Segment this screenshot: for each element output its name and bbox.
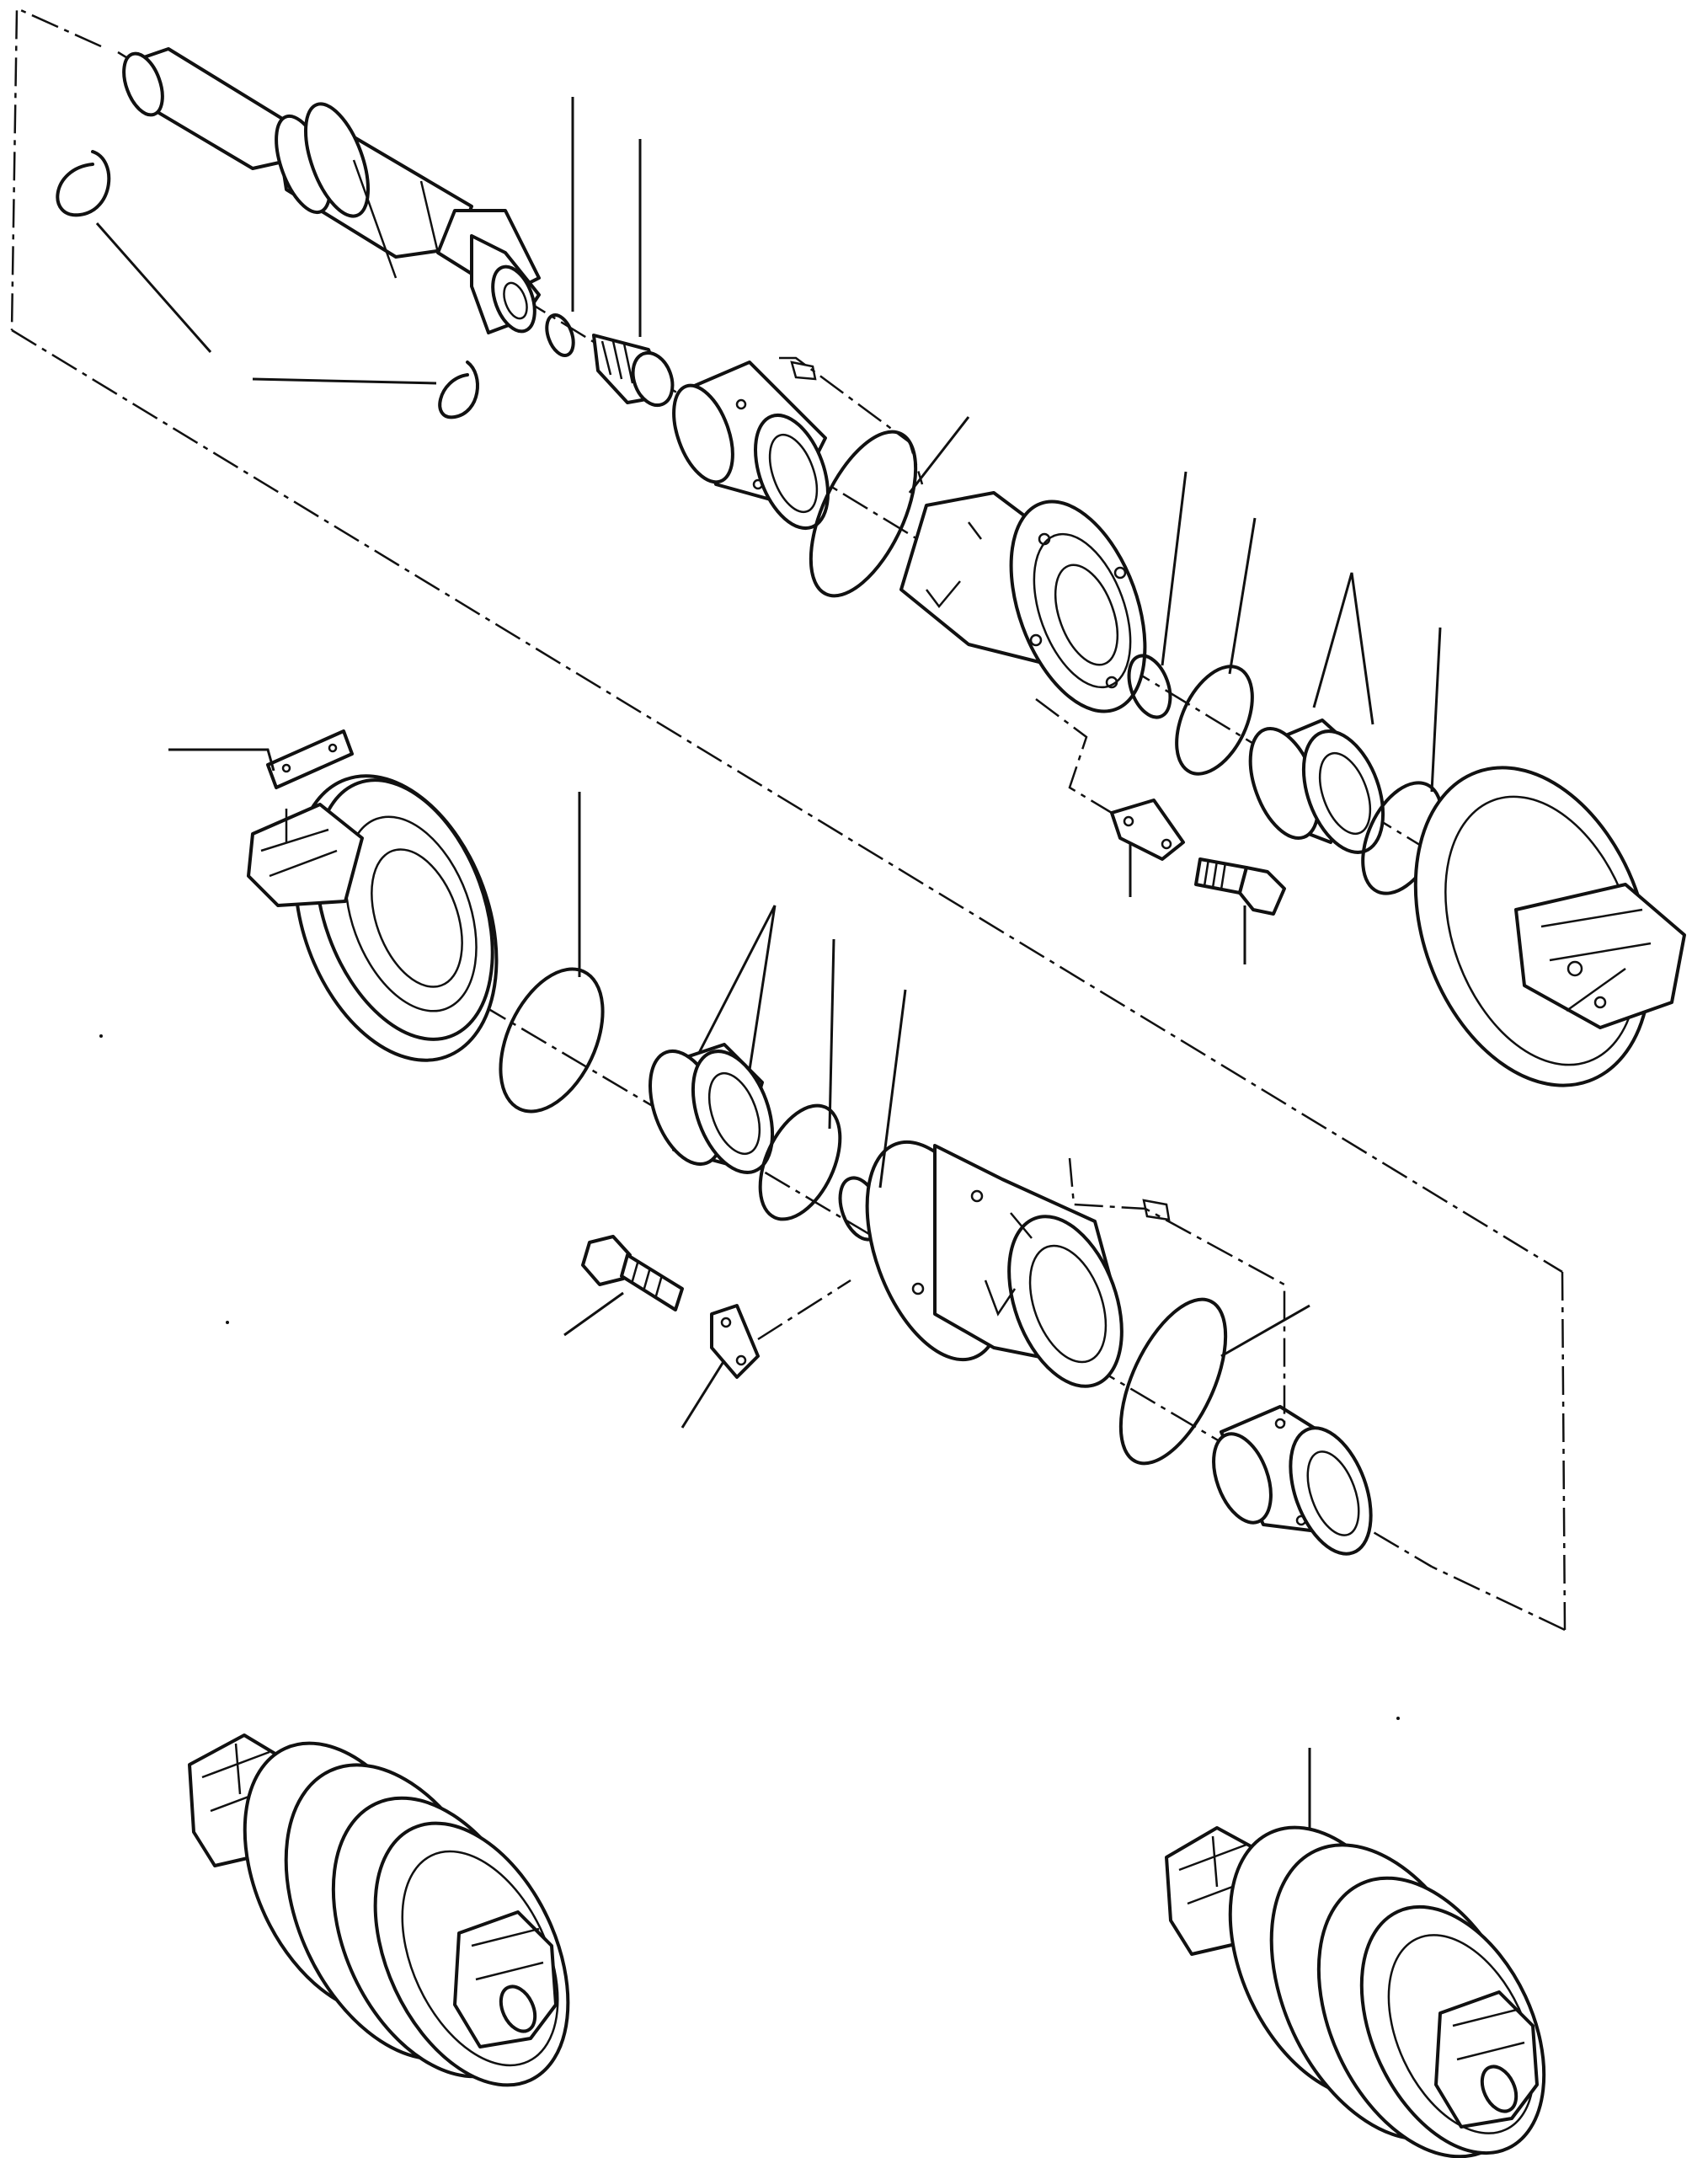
lock-plate-upper: [1035, 698, 1185, 861]
collar-upper: [899, 491, 1147, 713]
plate-label: [266, 729, 354, 789]
assembled-roller-right: [1165, 1825, 1546, 2158]
bolt-upper: [1194, 857, 1286, 916]
bolt-lower: [581, 1235, 684, 1311]
roller-shell-left: [247, 774, 499, 1062]
o-ring-a: [1127, 654, 1172, 719]
lock-plate-lower: [710, 1279, 851, 1379]
shaft: [122, 47, 541, 334]
floating-seal-lower: [649, 1043, 775, 1174]
large-o-ring-lower: [1118, 1297, 1228, 1466]
roller-shell-right: [1413, 766, 1686, 1087]
leader-lines: [95, 97, 1442, 1874]
seal-ring-c: [499, 967, 605, 1114]
bushing-upper: [672, 361, 830, 531]
bushing-lower: [1212, 1405, 1373, 1556]
snap-ring-lower: [438, 361, 479, 419]
plug: [592, 334, 675, 407]
seal-ring-a: [1175, 665, 1254, 776]
floating-seal-upper: [1248, 718, 1385, 854]
assembly-frame-lines: [10, 7, 1567, 1632]
assembled-roller-left: [188, 1733, 570, 2087]
center-axis-lower: [277, 883, 1433, 1568]
small-o-ring-1: [545, 313, 575, 357]
seal-ring-d: [758, 1103, 842, 1221]
collar-lower: [865, 1140, 1124, 1388]
large-o-ring-upper: [809, 430, 918, 598]
scan-specks: [99, 1034, 1400, 1720]
dowel-pin-lower: [1068, 1157, 1286, 1424]
snap-ring-left: [56, 150, 111, 217]
